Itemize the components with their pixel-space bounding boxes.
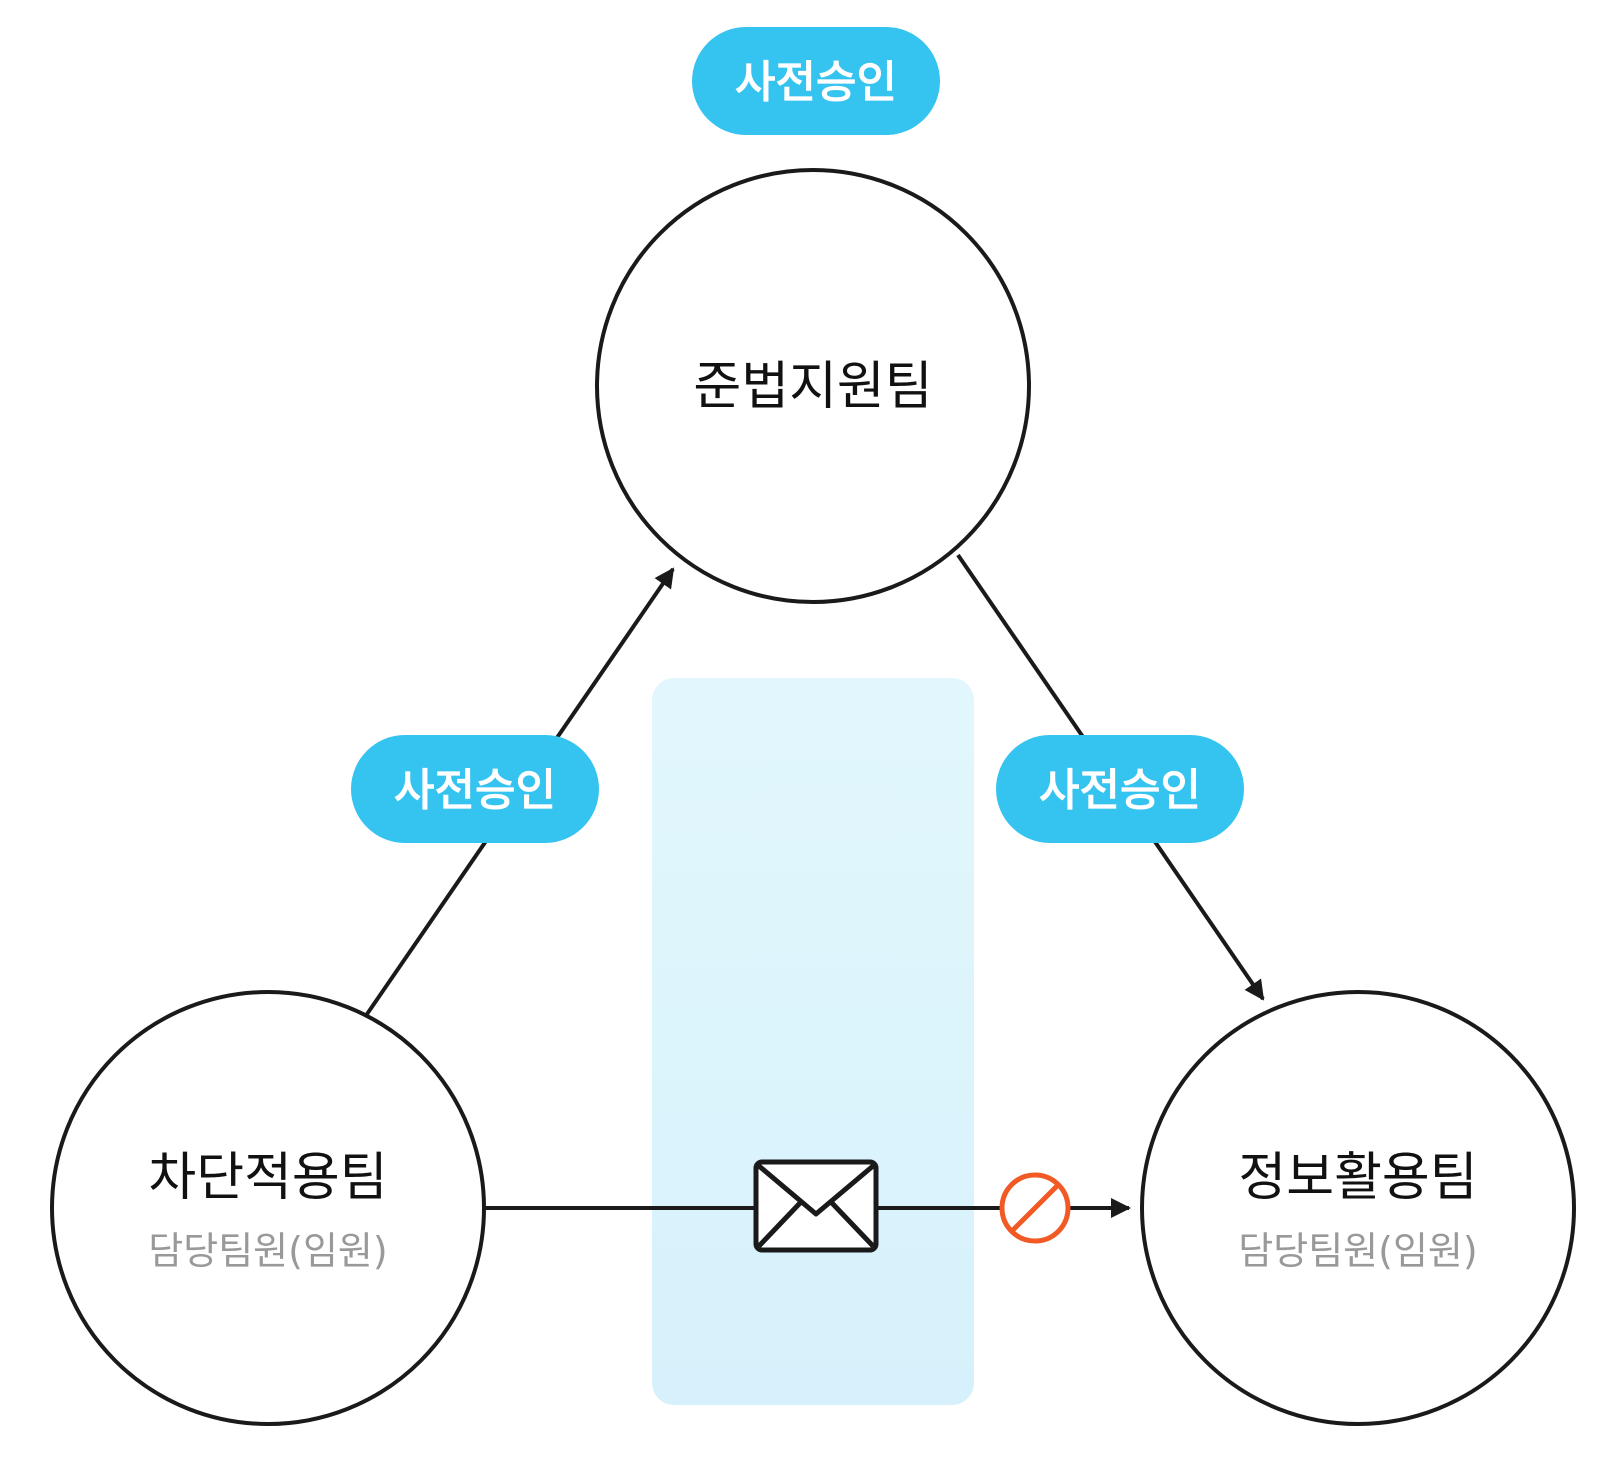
- approval-badge-top: 사전승인: [692, 27, 940, 135]
- envelope-icon: [753, 1159, 879, 1253]
- approval-badge-right: 사전승인: [996, 735, 1244, 843]
- barrier-channel: [652, 678, 974, 1405]
- approval-badge-top-label: 사전승인: [735, 57, 897, 108]
- node-blocking-subtitle: 담당팀원(임원): [148, 1229, 387, 1273]
- approval-badge-right-label: 사전승인: [1039, 765, 1201, 816]
- node-compliance-team: 준법지원팀: [595, 168, 1031, 604]
- node-info-title: 정보활용팀: [1238, 1148, 1477, 1208]
- approval-badge-left-label: 사전승인: [394, 765, 556, 816]
- node-compliance-title: 준법지원팀: [693, 357, 932, 417]
- node-info-team: 정보활용팀 담당팀원(임원): [1140, 990, 1576, 1426]
- node-info-subtitle: 담당팀원(임원): [1238, 1229, 1477, 1273]
- node-blocking-title: 차단적용팀: [148, 1148, 387, 1208]
- prohibited-icon: [999, 1172, 1071, 1244]
- approval-badge-left: 사전승인: [351, 735, 599, 843]
- node-blocking-team: 차단적용팀 담당팀원(임원): [50, 990, 486, 1426]
